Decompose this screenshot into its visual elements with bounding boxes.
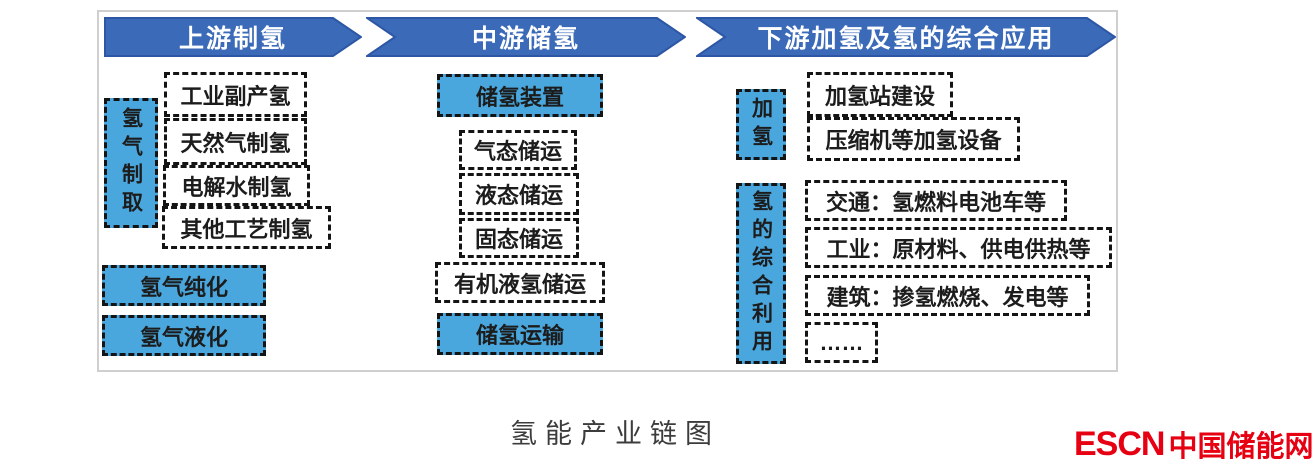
hydrogen-liquefaction-box: 氢气液化 — [102, 315, 266, 356]
arrow-chevron-shape — [696, 17, 1116, 57]
industry-usage-box: 工业：原材料、供电供热等 — [805, 227, 1112, 268]
upstream-header-label: 上游制氢 — [178, 25, 287, 53]
downstream-header-label: 下游加氢及氢的综合应用 — [757, 25, 1055, 53]
arrow-pentagon-shape — [104, 17, 362, 57]
header-arrow-midstream: 中游储氢 — [366, 17, 686, 57]
arrow-chevron-shape — [366, 17, 686, 57]
hydrogen-storage-transport-box: 储氢运输 — [437, 313, 603, 355]
hydrogen-production-vertical-box: 氢气制取 — [104, 98, 158, 228]
liquid-storage-box: 液态储运 — [459, 173, 579, 215]
electrolysis-hydrogen-box: 电解水制氢 — [163, 165, 310, 206]
other-process-hydrogen-box: 其他工艺制氢 — [162, 206, 331, 249]
compressor-equipment-box: 压缩机等加氢设备 — [807, 117, 1020, 161]
comprehensive-utilization-vertical-box: 氢的综合利用 — [736, 183, 786, 364]
midstream-header-label: 中游储氢 — [471, 25, 580, 53]
escn-logo-cjk: 中国储能网 — [1168, 431, 1313, 463]
building-usage-box: 建筑：掺氢燃烧、发电等 — [805, 275, 1090, 316]
comprehensive-utilization-vertical-label: 氢的综合利用 — [749, 189, 773, 358]
industrial-byproduct-hydrogen-box: 工业副产氢 — [164, 72, 307, 117]
refueling-vertical-box: 加氢 — [736, 89, 786, 160]
hydrogen-purification-box: 氢气纯化 — [102, 265, 266, 306]
organic-liquid-hydrogen-storage-box: 有机液氢储运 — [435, 262, 605, 303]
diagram-caption: 氢能产业链图 — [510, 419, 720, 450]
escn-logo-latin: ESCN — [1074, 424, 1165, 463]
header-arrow-downstream: 下游加氢及氢的综合应用 — [696, 17, 1116, 57]
header-arrow-upstream: 上游制氢 — [104, 17, 362, 57]
storage-device-box: 储氢装置 — [437, 74, 603, 117]
gaseous-storage-box: 气态储运 — [459, 130, 577, 170]
refueling-vertical-label: 加氢 — [749, 96, 773, 153]
hydrogen-production-vertical-label: 氢气制取 — [119, 107, 143, 219]
refueling-station-construction-box: 加氢站建设 — [807, 72, 953, 117]
ellipsis-usage-box: …… — [805, 322, 878, 363]
natural-gas-hydrogen-box: 天然气制氢 — [164, 118, 307, 165]
solid-storage-box: 固态储运 — [459, 218, 579, 258]
escn-logo: ESCN 中国储能网 — [1074, 424, 1313, 464]
transport-usage-box: 交通：氢燃料电池车等 — [805, 180, 1067, 221]
